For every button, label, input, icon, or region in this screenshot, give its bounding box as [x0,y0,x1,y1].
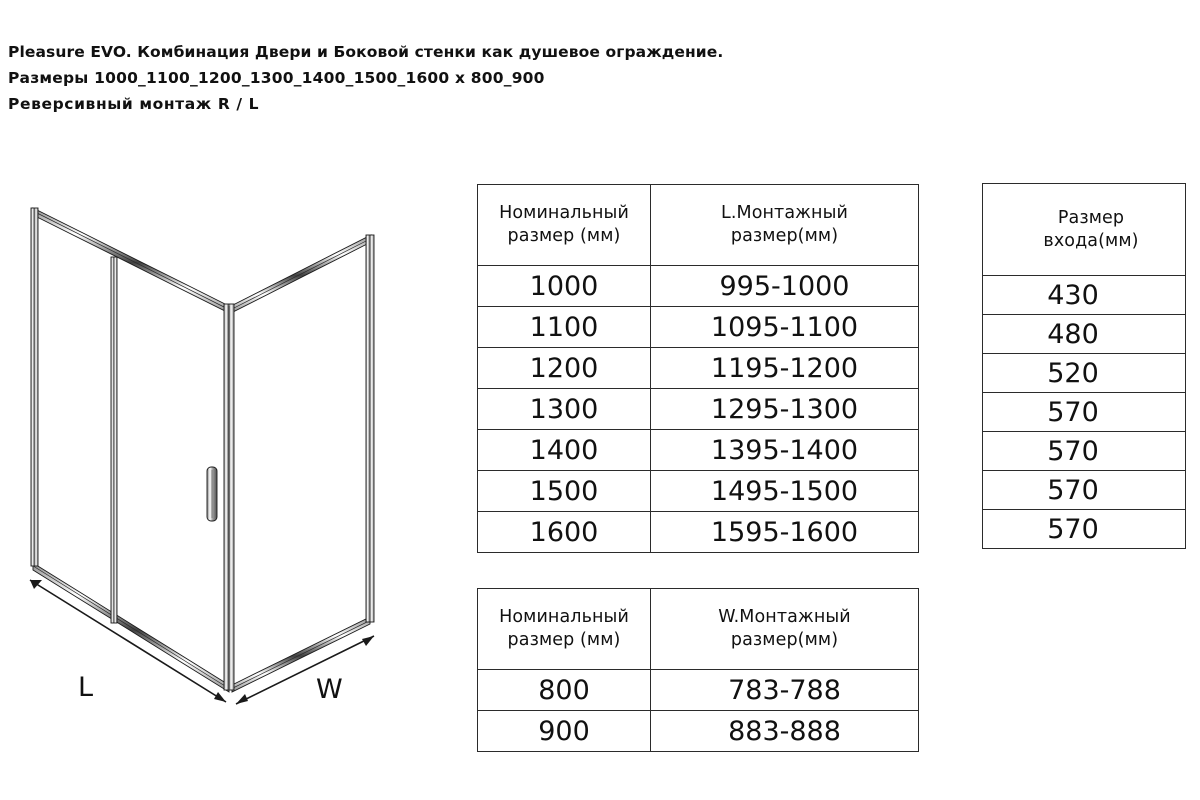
bottom-rail-left [32,562,230,693]
cell-entry-size-text: 570 [1047,435,1099,467]
table-row: 1100 1095-1100 [477,306,919,348]
cell-nominal: 1000 [477,265,651,307]
table-row: 900 883-888 [477,710,919,752]
header-l-mounting-size-line2: размер(мм) [730,226,839,246]
door-edge-profile-middle [110,256,118,624]
enclosure-geometry [29,207,375,705]
cell-entry-size: 570 [982,509,1186,549]
cell-entry-size: 520 [982,353,1186,393]
header-nominal-size: Номинальный размер (мм) [477,184,651,266]
cell-mounting: 783-788 [650,669,919,711]
table-row: 1200 1195-1200 [477,347,919,389]
table-row: 800 783-788 [477,669,919,711]
wall-profile-right [365,234,375,623]
table-row: 1400 1395-1400 [477,429,919,471]
cell-nominal: 800 [477,669,651,711]
cell-nominal: 1300 [477,388,651,430]
side-wall-glass-panel [36,211,227,688]
header-l-mounting-size-line1: L.Монтажный [721,203,848,223]
door-handle [206,466,218,522]
sizes-line: Размеры 1000_1100_1200_1300_1400_1500_16… [8,69,545,87]
table-row: 1600 1595-1600 [477,511,919,553]
cell-mounting: 1295-1300 [650,388,919,430]
header-w-mounting-size-line1: W.Монтажный [718,607,851,627]
table-entry-size: Размер входа(мм) 430 480 520 570 570 [982,183,1186,549]
table-row: 570 [982,470,1186,510]
header-entry-size: Размер входа(мм) [982,183,1186,276]
table-row: 570 [982,392,1186,432]
cell-mounting: 1395-1400 [650,429,919,471]
cell-mounting: 1195-1200 [650,347,919,389]
heading-block: Pleasure EVO. Комбинация Двери и Боковой… [8,39,868,117]
table-row: 1500 1495-1500 [477,470,919,512]
header-w-mounting-size-line2: размер(мм) [730,630,839,650]
shower-enclosure-drawing: L W [0,180,450,720]
table-header-row: Номинальный размер (мм) W.Монтажный разм… [477,588,919,670]
dimension-line-l [29,579,227,703]
cell-entry-size-text: 570 [1047,396,1099,428]
header-nominal-size-line1: Номинальный [499,607,629,627]
cell-entry-size: 570 [982,392,1186,432]
table-width-mounting: Номинальный размер (мм) W.Монтажный разм… [477,588,919,752]
table-row: 1000 995-1000 [477,265,919,307]
cell-nominal: 1200 [477,347,651,389]
cell-entry-size: 570 [982,470,1186,510]
dimension-label-w: W [316,674,343,705]
table-row: 430 [982,275,1186,315]
table-row: 520 [982,353,1186,393]
table-row: 570 [982,431,1186,471]
cell-entry-size-text: 480 [1047,318,1099,350]
header-entry-size-line1: Размер [1057,207,1125,228]
table-row: 1300 1295-1300 [477,388,919,430]
header-nominal-size: Номинальный размер (мм) [477,588,651,670]
table-header-row: Номинальный размер (мм) L.Монтажный разм… [477,184,919,266]
dimension-label-l: L [78,672,94,703]
table-row: 570 [982,509,1186,549]
reversible-mount-line: Реверсивный монтаж R / L [8,95,260,113]
cell-entry-size: 430 [982,275,1186,315]
cell-nominal: 900 [477,710,651,752]
cell-entry-size: 570 [982,431,1186,471]
cell-nominal: 1600 [477,511,651,553]
cell-mounting: 995-1000 [650,265,919,307]
cell-entry-size-text: 430 [1047,279,1099,311]
front-glass-panel [231,237,370,690]
header-nominal-size-line2: размер (мм) [507,226,621,246]
cell-entry-size-text: 520 [1047,357,1099,389]
header-w-mounting-size: W.Монтажный размер(мм) [650,588,919,670]
cell-nominal: 1100 [477,306,651,348]
wall-profile-left [30,207,39,567]
corner-profile [223,303,235,691]
cell-entry-size: 480 [982,314,1186,354]
header-nominal-size-line1: Номинальный [499,203,629,223]
table-length-mounting: Номинальный размер (мм) L.Монтажный разм… [477,184,919,553]
dimension-line-w [235,635,375,705]
cell-entry-size-text: 570 [1047,513,1099,545]
cell-mounting: 1495-1500 [650,470,919,512]
header-l-mounting-size: L.Монтажный размер(мм) [650,184,919,266]
product-title: Pleasure EVO. Комбинация Двери и Боковой… [8,43,724,61]
isometric-enclosure-svg [29,207,375,705]
cell-mounting: 883-888 [650,710,919,752]
header-entry-size-line2: входа(мм) [1043,230,1139,251]
cell-mounting: 1095-1100 [650,306,919,348]
cell-mounting: 1595-1600 [650,511,919,553]
table-row: 480 [982,314,1186,354]
cell-nominal: 1500 [477,470,651,512]
header-nominal-size-line2: размер (мм) [507,630,621,650]
table-header-row: Размер входа(мм) [982,183,1186,276]
cell-nominal: 1400 [477,429,651,471]
cell-entry-size-text: 570 [1047,474,1099,506]
